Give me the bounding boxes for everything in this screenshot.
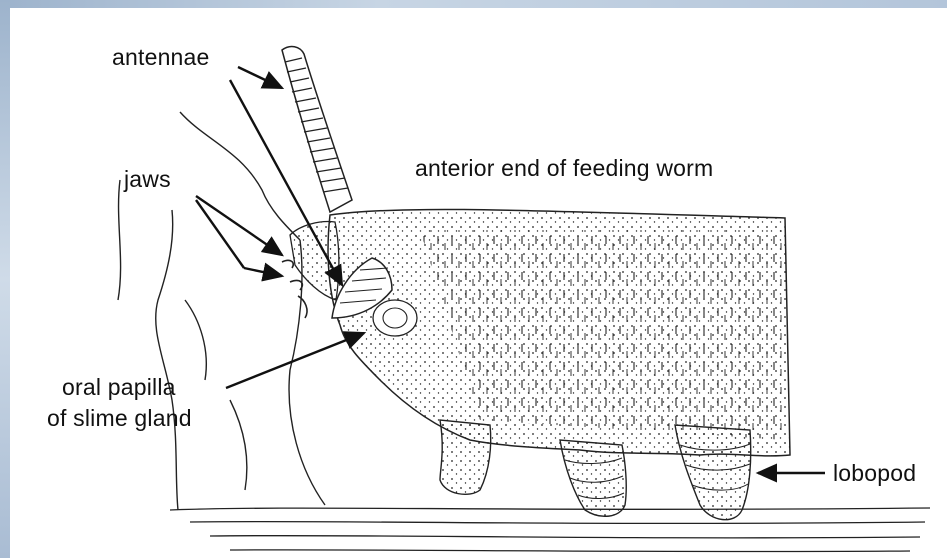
label-antennae: antennae	[112, 44, 210, 70]
label-oral-papilla-line2: of slime gland	[47, 405, 192, 431]
antenna	[282, 47, 352, 212]
worm-body	[290, 209, 790, 455]
label-jaws: jaws	[124, 166, 171, 192]
label-oral-papilla-line1: oral papilla	[62, 374, 176, 400]
label-lobopod: lobopod	[833, 460, 916, 486]
ground-lines	[170, 508, 930, 552]
label-anterior-end: anterior end of feeding worm	[415, 155, 713, 181]
